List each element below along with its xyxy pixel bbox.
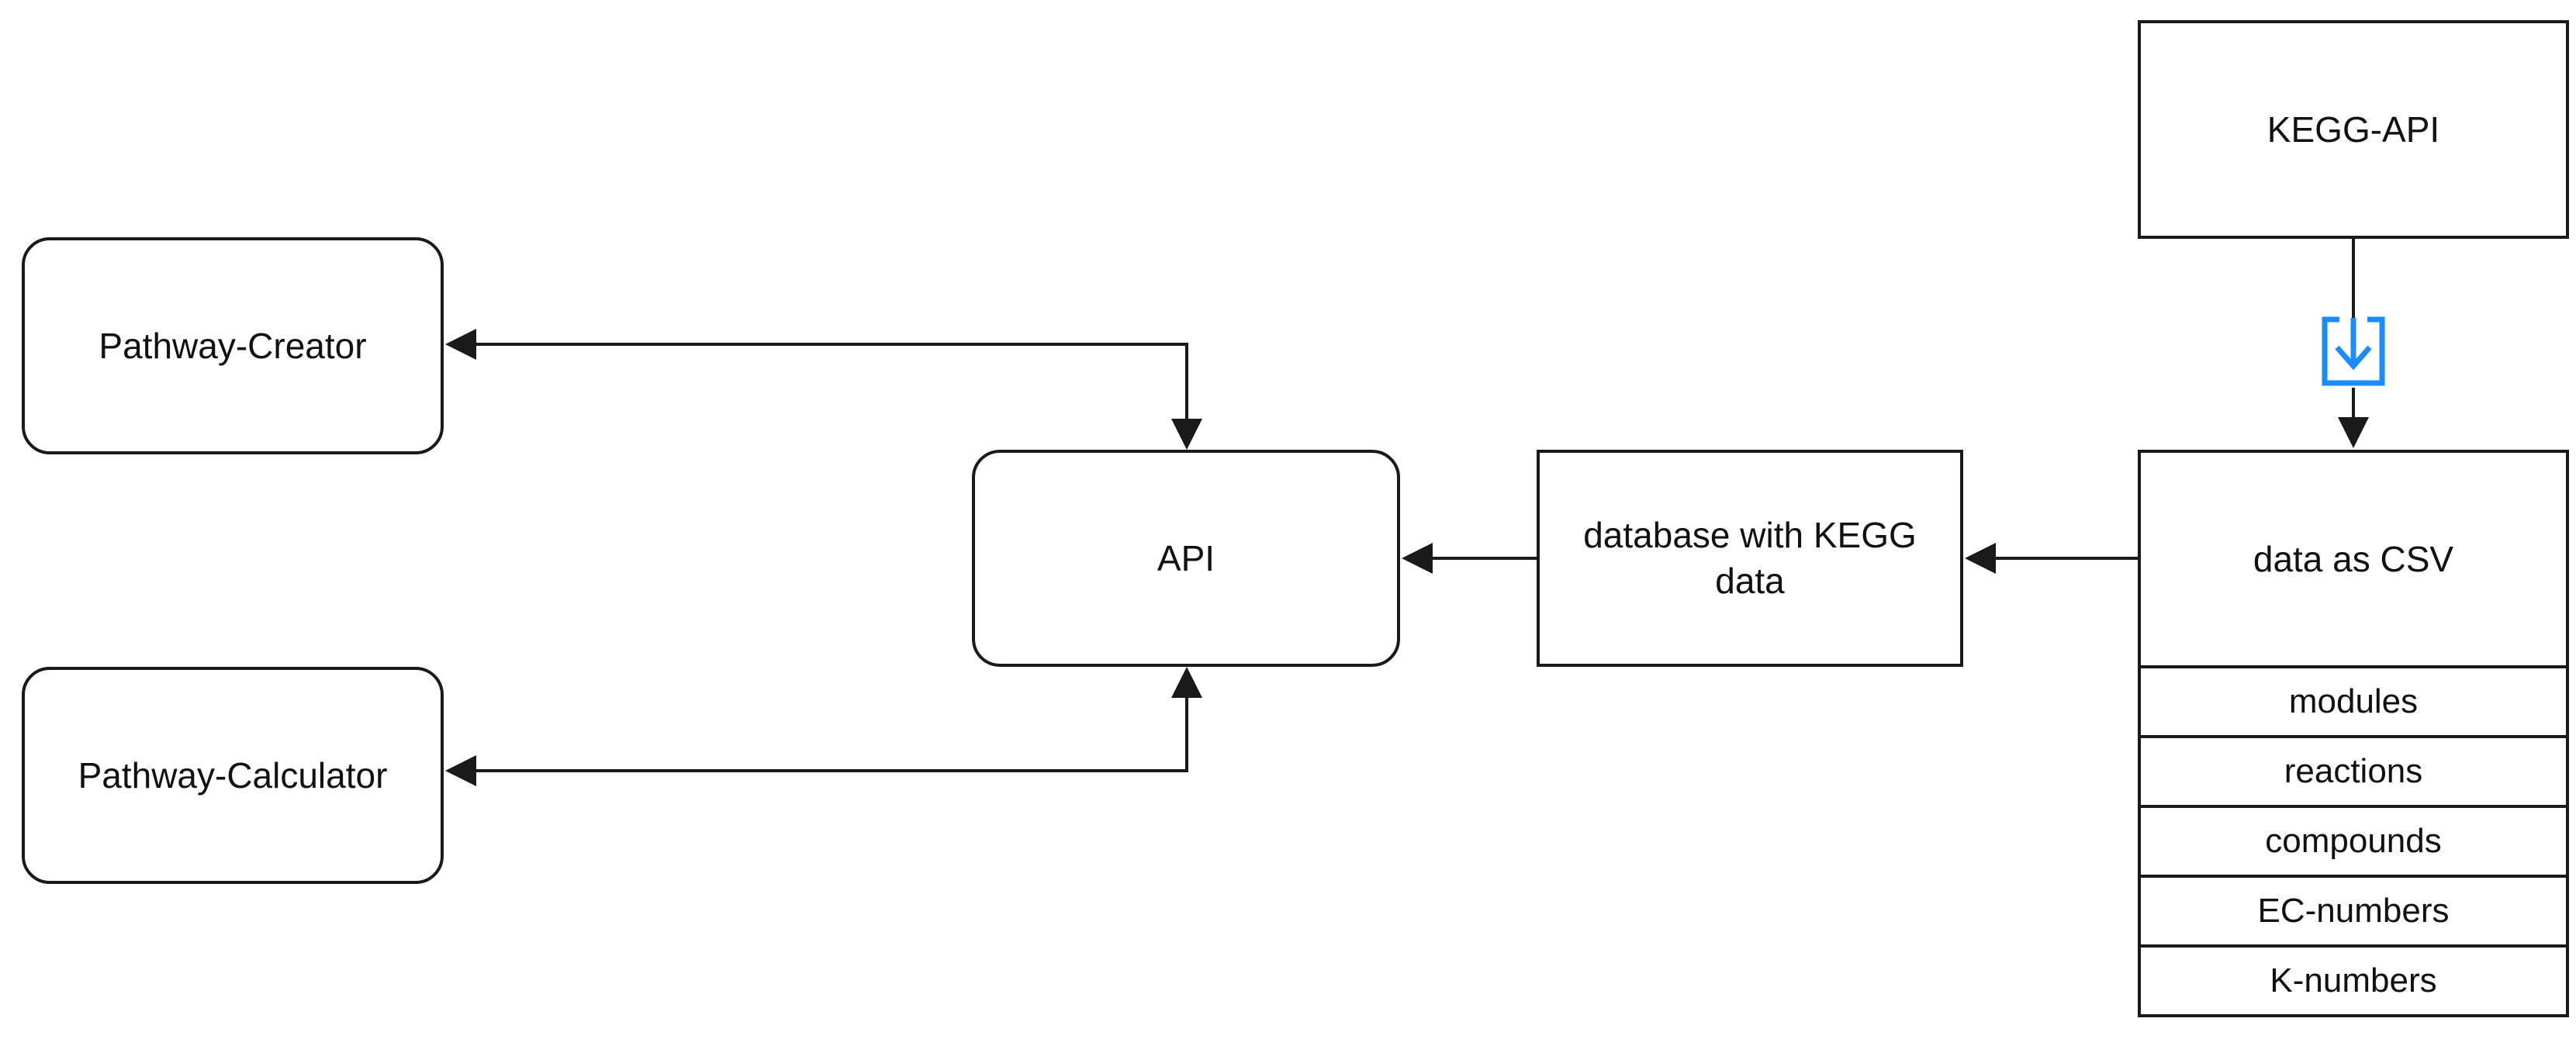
csv-node: data as CSV [2138,450,2569,668]
kegg-api-node: KEGG-API [2138,20,2569,239]
api-label: API [1157,537,1215,578]
csv-row-ec-numbers: EC-numbers [2138,875,2569,948]
edge-creator-api-line [445,329,1188,447]
pathway-calculator-node: Pathway-Calculator [22,667,444,884]
csv-row-compounds: compounds [2138,805,2569,878]
csv-label: data as CSV [2253,538,2454,579]
api-node: API [972,450,1400,667]
pathway-creator-label: Pathway-Creator [99,325,367,366]
pathway-creator-node: Pathway-Creator [22,237,444,454]
csv-row-label: modules [2288,682,2419,720]
csv-row-label: EC-numbers [2257,892,2450,930]
database-label: database with KEGG data [1583,515,1917,601]
csv-row-label: compounds [2265,822,2442,860]
csv-row-modules: modules [2138,665,2569,738]
csv-row-k-numbers: K-numbers [2138,944,2569,1017]
pathway-calculator-label: Pathway-Calculator [78,754,388,796]
database-node: database with KEGG data [1537,450,1963,667]
download-icon [2322,316,2385,386]
csv-row-label: reactions [2284,752,2423,790]
csv-row-label: K-numbers [2270,961,2437,999]
edge-api-to-calculator-line [445,670,1188,786]
csv-row-reactions: reactions [2138,735,2569,808]
kegg-api-label: KEGG-API [2267,109,2440,150]
